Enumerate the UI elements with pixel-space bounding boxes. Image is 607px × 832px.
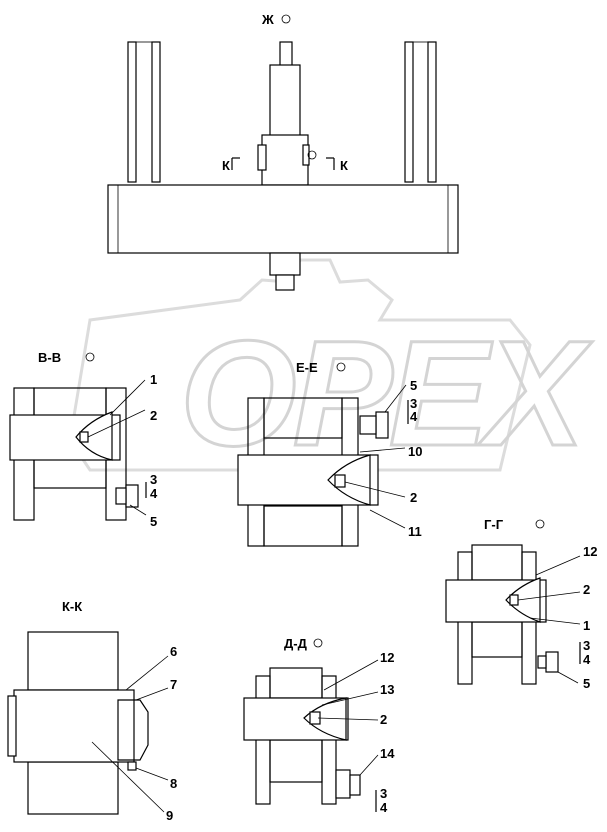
main-view-label: Ж — [261, 12, 274, 27]
kk-label: К-К — [62, 599, 82, 614]
section-gg: Г-Г 12 2 1 3 4 5 — [445, 517, 597, 691]
ee-callout-2: 2 — [410, 490, 417, 505]
vv-label: В-В — [38, 350, 61, 365]
gg-label: Г-Г — [484, 517, 504, 532]
kk-callout-6: 6 — [170, 644, 177, 659]
ee-label: Е-Е — [296, 360, 318, 375]
view-mark-icon — [85, 352, 95, 362]
ee-callout-10: 10 — [408, 444, 422, 459]
kk-callout-9: 9 — [166, 808, 173, 823]
vv-callout-5: 5 — [150, 514, 157, 529]
dd-callout-2: 2 — [380, 712, 387, 727]
view-mark-icon — [281, 14, 291, 24]
dd-callout-4: 4 — [380, 800, 388, 815]
ee-callout-5: 5 — [410, 378, 417, 393]
main-view: Ж К К — [107, 12, 459, 291]
vv-callout-4: 4 — [150, 486, 158, 501]
view-mark-icon — [336, 362, 346, 372]
gg-callout-5: 5 — [583, 676, 590, 691]
vv-callout-3: 3 — [150, 472, 157, 487]
watermark-text: OPEX — [180, 309, 593, 477]
dd-label: Д-Д — [284, 636, 308, 651]
section-dd: Д-Д 12 13 2 14 3 4 — [243, 636, 395, 815]
section-ee: Е-Е 5 3 4 10 2 11 — [237, 360, 422, 547]
kk-callout-8: 8 — [170, 776, 177, 791]
dd-callout-14: 14 — [380, 746, 395, 761]
dd-callout-13: 13 — [380, 682, 394, 697]
gg-callout-1: 1 — [583, 618, 590, 633]
view-mark-icon — [313, 638, 323, 648]
gg-callout-12: 12 — [583, 544, 597, 559]
dd-callout-3: 3 — [380, 786, 387, 801]
vv-callout-1: 1 — [150, 372, 157, 387]
watermark: OPEX — [68, 258, 598, 479]
ee-callout-4: 4 — [410, 409, 418, 424]
view-mark-icon — [535, 519, 545, 529]
ee-callout-11: 11 — [408, 524, 422, 539]
ee-callout-3: 3 — [410, 396, 417, 411]
section-kk: К-К 6 7 8 9 — [7, 599, 177, 823]
section-mark-right: К — [340, 158, 348, 173]
section-vv: В-В 1 2 3 4 5 — [9, 350, 158, 529]
dd-callout-12: 12 — [380, 650, 394, 665]
vv-callout-2: 2 — [150, 408, 157, 423]
gg-callout-3: 3 — [583, 638, 590, 653]
gg-callout-2: 2 — [583, 582, 590, 597]
gg-callout-4: 4 — [583, 652, 591, 667]
kk-callout-7: 7 — [170, 677, 177, 692]
section-mark-left: К — [222, 158, 230, 173]
